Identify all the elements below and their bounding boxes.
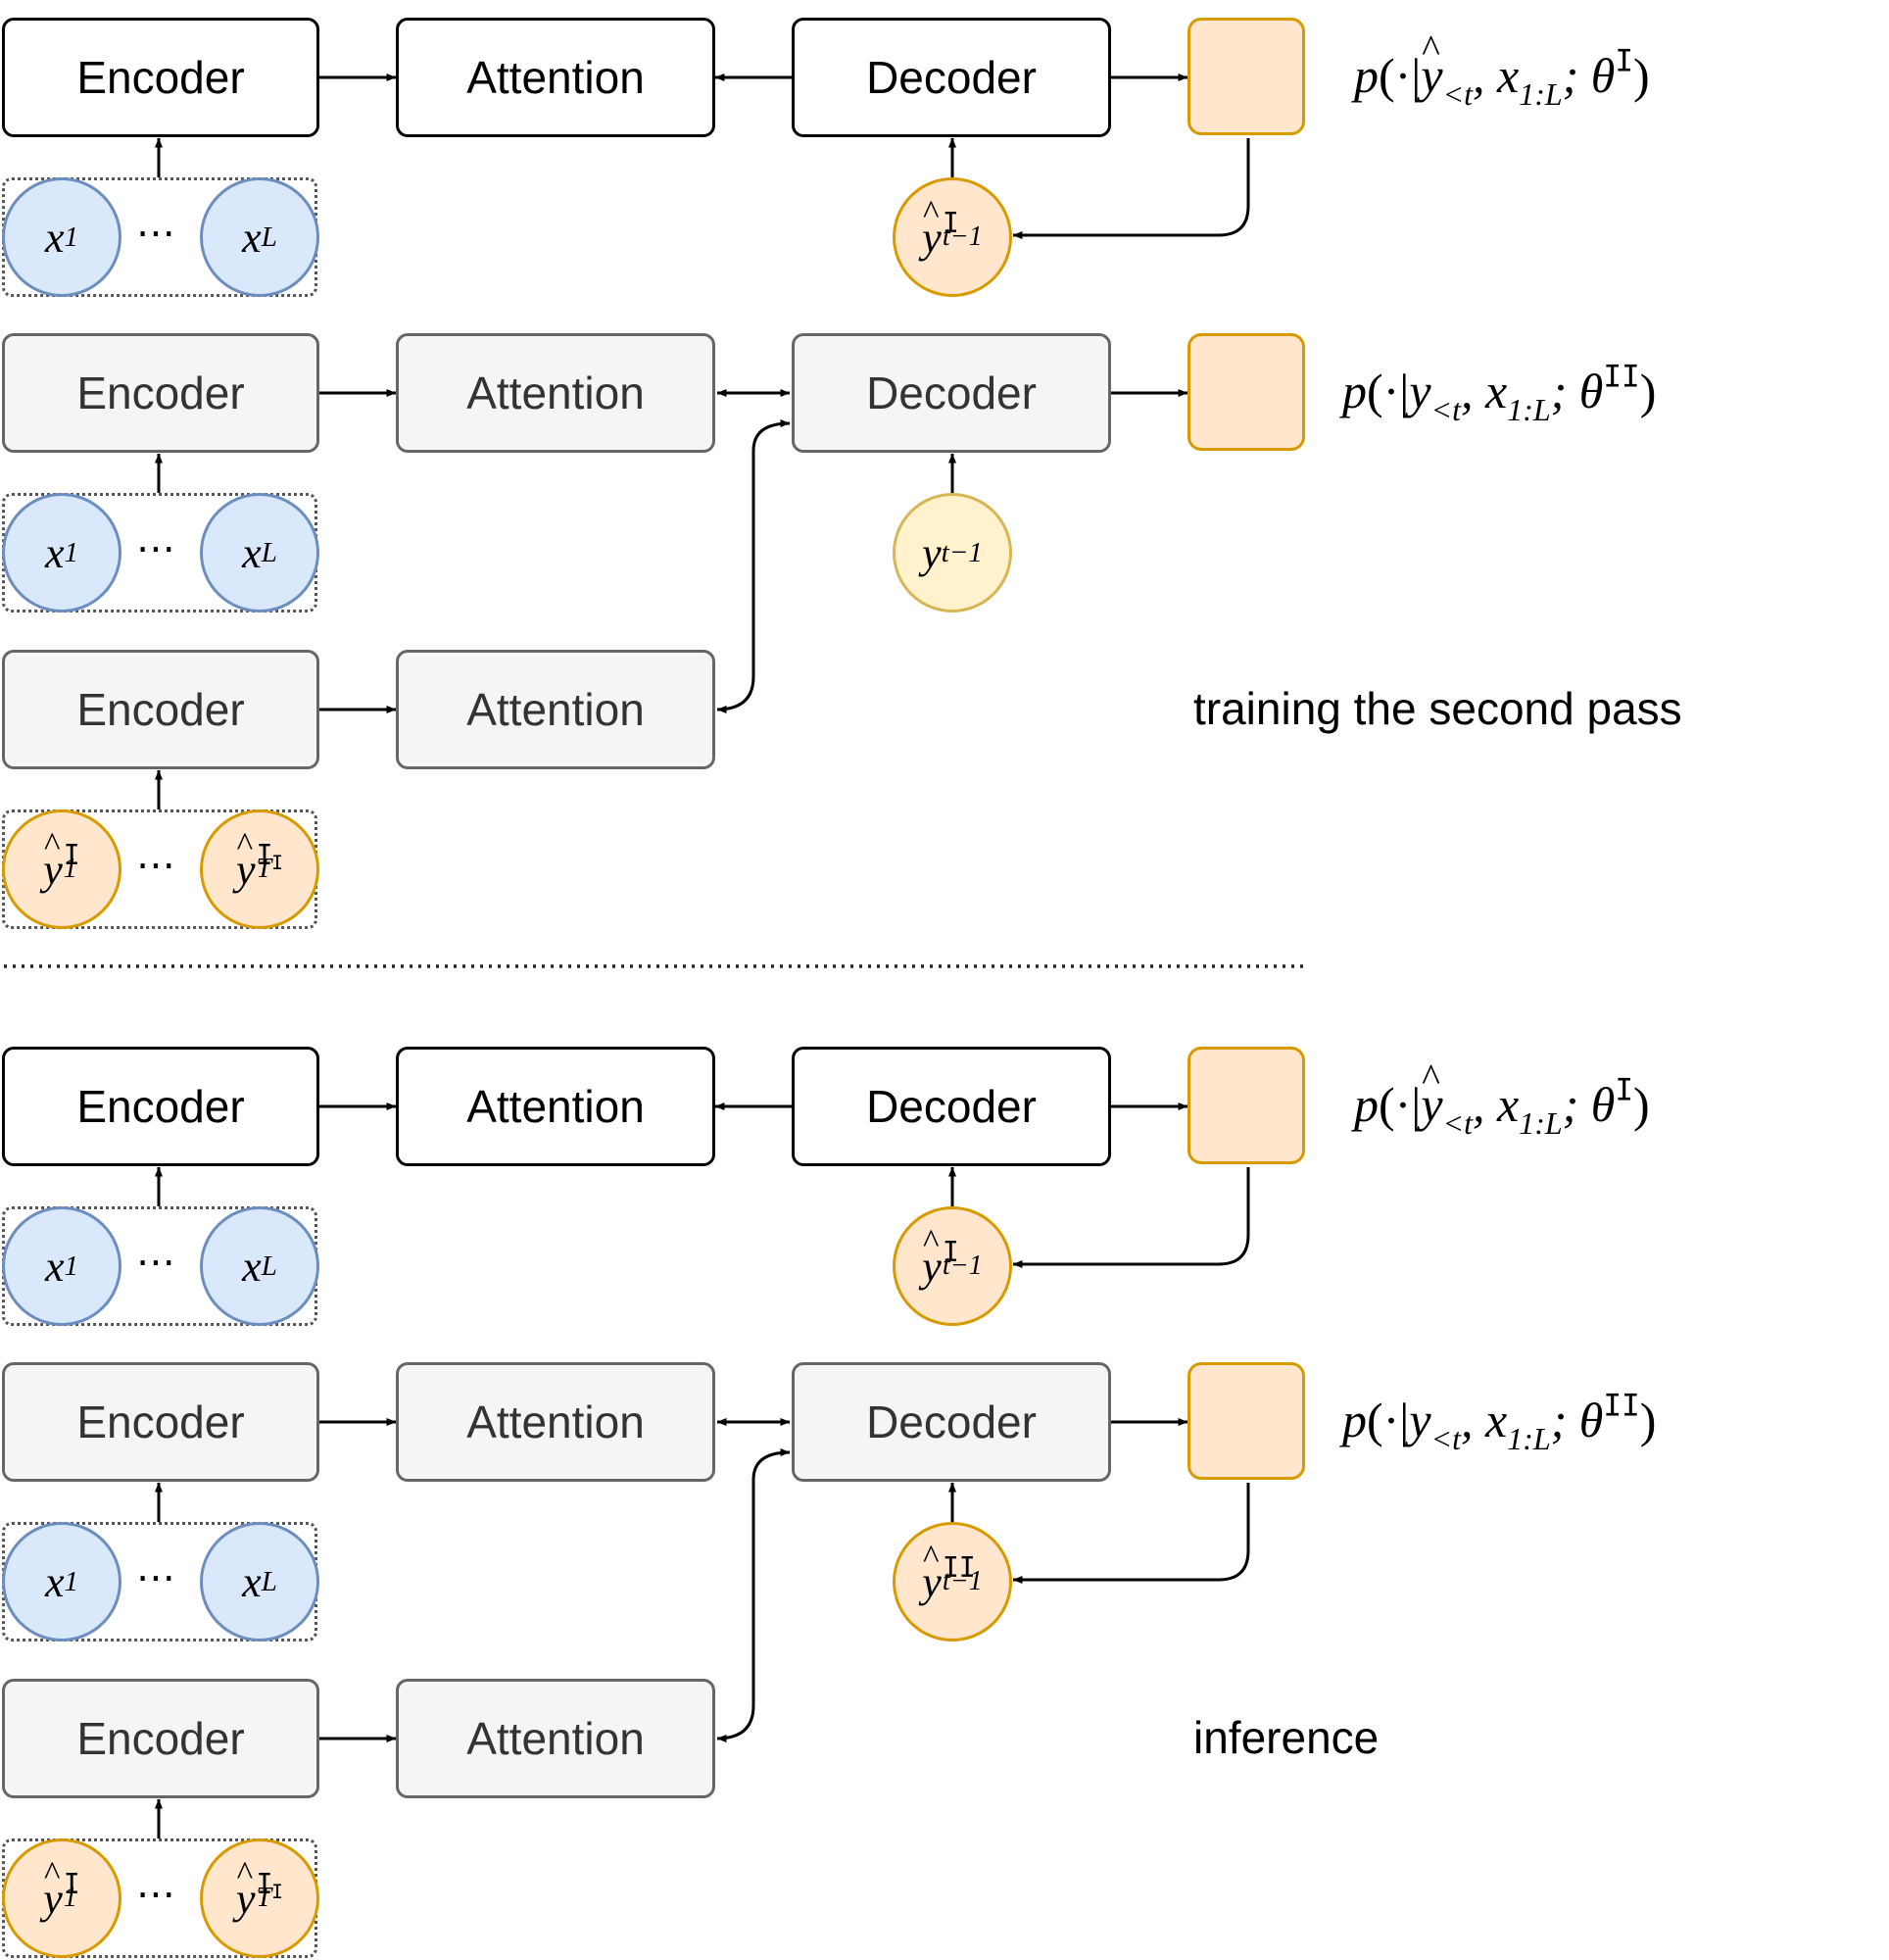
first-pass-formula: p(·|^y<t, x1:L; θI) xyxy=(1354,1054,1650,1141)
attention-box: Attention xyxy=(396,18,715,137)
attention-box: Attention xyxy=(396,1047,715,1166)
training-caption: training the second pass xyxy=(1193,683,1682,734)
arrow-output-feedback xyxy=(1012,138,1250,239)
output-distribution-box xyxy=(1187,1047,1305,1164)
ellipsis: ⋯ xyxy=(136,843,175,888)
second-pass-formula: p(·|y<t, x1:L; θII) xyxy=(1342,1388,1657,1456)
encoder-box: Encoder xyxy=(2,333,319,453)
decoder-box: Decoder xyxy=(792,333,1111,453)
encoder-box: Encoder xyxy=(2,650,319,769)
encoder-box: Encoder xyxy=(2,1047,319,1166)
attention-box: Attention xyxy=(396,650,715,769)
output-distribution-box xyxy=(1187,18,1305,135)
decoder-box: Decoder xyxy=(792,1362,1111,1482)
output-distribution-box xyxy=(1187,333,1305,451)
encoder-box: Encoder xyxy=(2,1679,319,1798)
arrow-attention-decoder-link xyxy=(716,1448,791,1742)
output-distribution-box xyxy=(1187,1362,1305,1480)
inference-caption: inference xyxy=(1193,1712,1380,1763)
ellipsis: ⋯ xyxy=(136,526,175,571)
arrow-attention-decoder-link xyxy=(716,419,791,713)
ellipsis: ⋯ xyxy=(136,1240,175,1285)
arrow-output-feedback xyxy=(1012,1483,1250,1584)
arrow-output-feedback xyxy=(1012,1167,1250,1268)
attention-box: Attention xyxy=(396,1362,715,1482)
first-pass-formula: p(·|^y<t, x1:L; θI) xyxy=(1354,25,1650,112)
decoder-box: Decoder xyxy=(792,18,1111,137)
ellipsis: ⋯ xyxy=(136,1872,175,1917)
second-pass-formula: p(·|y<t, x1:L; θII) xyxy=(1342,359,1657,427)
ellipsis: ⋯ xyxy=(136,211,175,256)
encoder-box: Encoder xyxy=(2,1362,319,1482)
attention-box: Attention xyxy=(396,333,715,453)
attention-box: Attention xyxy=(396,1679,715,1798)
ellipsis: ⋯ xyxy=(136,1555,175,1600)
encoder-box: Encoder xyxy=(2,18,319,137)
decoder-box: Decoder xyxy=(792,1047,1111,1166)
